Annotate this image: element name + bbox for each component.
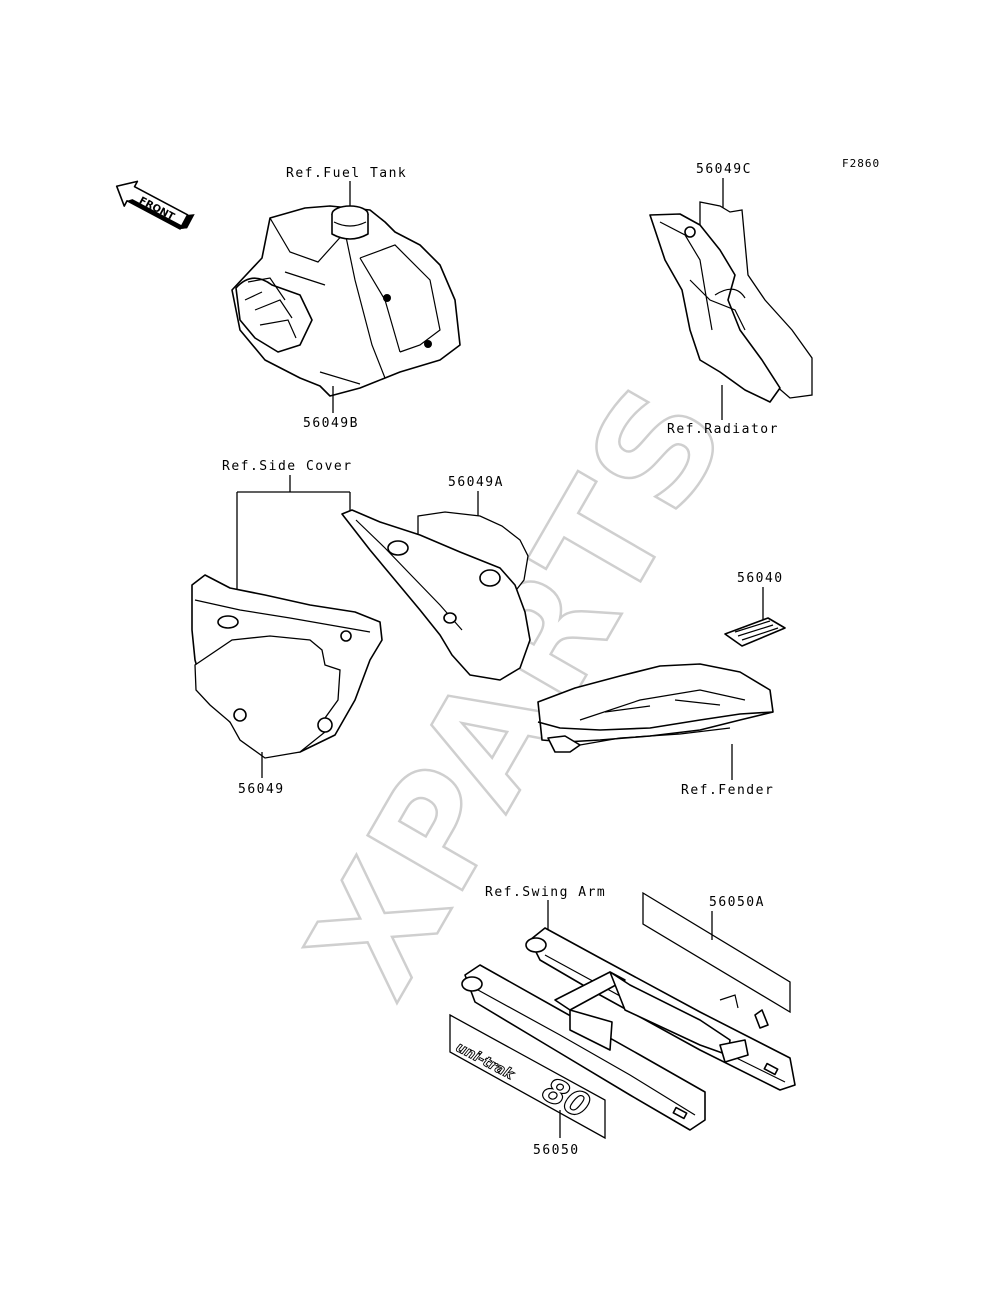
- front-arrow-icon: FRONT: [115, 180, 195, 230]
- radiator-shroud-group: 56049C Ref.Radiator: [649, 162, 813, 437]
- caution-label-56040: [724, 617, 786, 647]
- fender-group: 56040 Ref.Fender: [537, 571, 786, 798]
- label-ref-fuel-tank: Ref.Fuel Tank: [286, 166, 407, 181]
- label-56040: 56040: [737, 571, 784, 586]
- diagram-code: F2860: [842, 157, 880, 170]
- decal-56050A: [642, 891, 791, 1014]
- label-ref-side-cover: Ref.Side Cover: [222, 459, 353, 474]
- label-ref-swing-arm: Ref.Swing Arm: [485, 885, 606, 900]
- swing-arm-group: Ref.Swing Arm 56050A uni-trak 80 56050: [449, 885, 796, 1158]
- label-56050: 56050: [533, 1143, 580, 1158]
- label-ref-radiator: Ref.Radiator: [667, 422, 779, 437]
- label-56050A: 56050A: [709, 895, 765, 910]
- side-cover-group: Ref.Side Cover 56049A 56049: [191, 459, 531, 797]
- label-ref-fender: Ref.Fender: [681, 783, 774, 798]
- label-56049B: 56049B: [303, 416, 359, 431]
- label-56049C: 56049C: [696, 162, 752, 177]
- label-56049: 56049: [238, 782, 285, 797]
- fuel-tank-group: Ref.Fuel Tank 56049B: [231, 166, 461, 431]
- fuel-tank-drawing: [231, 205, 461, 397]
- label-56049A: 56049A: [448, 475, 504, 490]
